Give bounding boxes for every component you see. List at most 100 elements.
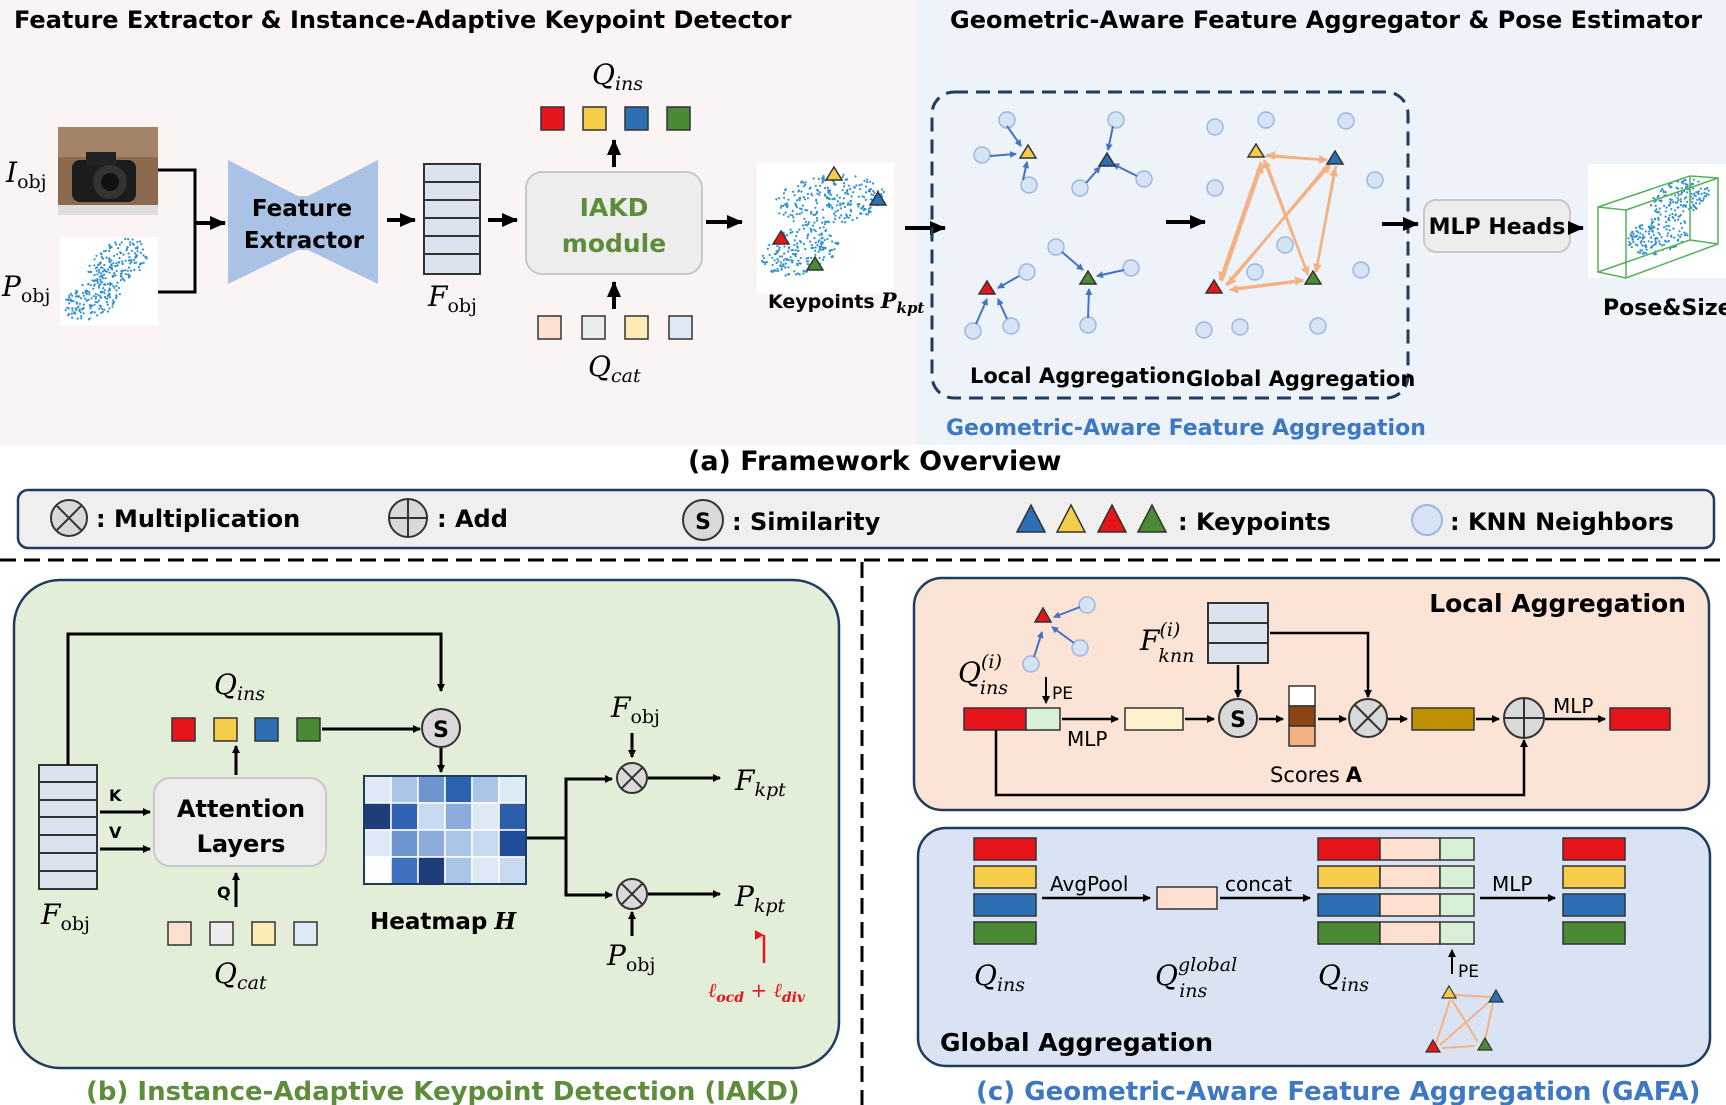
global-aggregation-graph bbox=[1195, 111, 1384, 339]
local-multiplication-node bbox=[1348, 698, 1388, 738]
heatmap-cell bbox=[444, 856, 473, 885]
global-concat-stack bbox=[1317, 837, 1475, 945]
heatmap-cell bbox=[444, 802, 473, 831]
iakd-q-cat-squares bbox=[167, 921, 318, 946]
global-q-ins-left-label: Qins bbox=[974, 959, 1025, 996]
gafa-dashed-box bbox=[930, 90, 1410, 400]
q-ins-i-label: Q(i)ins bbox=[958, 651, 1008, 699]
heatmap-cell bbox=[390, 802, 419, 831]
heatmap-to-lower-mult bbox=[564, 838, 613, 899]
overview-right-title: Geometric-Aware Feature Aggregator & Pos… bbox=[950, 6, 1702, 34]
local-aggregation-graph bbox=[964, 111, 1153, 340]
feature-extractor-block bbox=[228, 160, 378, 284]
global-aggregation-title: Global Aggregation bbox=[940, 1028, 1213, 1057]
heatmap-cell bbox=[471, 802, 500, 831]
global-q-ins-mid-label: Qins bbox=[1318, 959, 1369, 996]
global-mini-graph bbox=[1424, 984, 1505, 1053]
heatmap-border bbox=[363, 775, 527, 885]
feature-extractor-label-2: Extractor bbox=[244, 228, 365, 254]
heatmap-cell bbox=[498, 829, 527, 858]
f-obj-feature-stack bbox=[423, 163, 481, 275]
global-query-bar bbox=[1156, 886, 1218, 910]
heatmap-cell bbox=[444, 775, 473, 804]
global-aggregation-panel bbox=[916, 826, 1712, 1068]
svg-text:S: S bbox=[1230, 708, 1246, 733]
concat-label: concat bbox=[1225, 872, 1292, 896]
f-kpt-label: Fkpt bbox=[734, 764, 786, 801]
heatmap-cell bbox=[390, 856, 419, 885]
local-pe-bar bbox=[1025, 707, 1061, 731]
heatmap-cell bbox=[417, 802, 446, 831]
iakd-q-ins-label: Qins bbox=[214, 668, 265, 705]
iakd-q-cat-label: Qcat bbox=[214, 957, 267, 994]
feature-extractor-label-1: Feature bbox=[252, 196, 352, 222]
upper-multiplication-node bbox=[616, 762, 648, 794]
legend-add: : Add bbox=[437, 505, 508, 533]
global-output-stack bbox=[1562, 837, 1626, 945]
q-cat-label-overview: Qcat bbox=[588, 350, 641, 387]
local-output-bar bbox=[1609, 707, 1671, 731]
heatmap-cell bbox=[471, 856, 500, 885]
heatmap-cell bbox=[363, 856, 392, 885]
heatmap-cell bbox=[417, 829, 446, 858]
input-image-thumbnail bbox=[58, 127, 158, 215]
mlp-label-local-out: MLP bbox=[1553, 694, 1593, 718]
input-point-cloud bbox=[60, 237, 158, 325]
legend-similarity: : Similarity bbox=[732, 508, 881, 536]
key-label: K bbox=[109, 786, 122, 805]
query-label: Q bbox=[217, 883, 231, 902]
f-knn-to-mult-path bbox=[1270, 631, 1372, 698]
iakd-q-ins-squares bbox=[171, 717, 321, 742]
lower-multiplication-node bbox=[616, 878, 648, 910]
gafa-label: Geometric-Aware Feature Aggregation bbox=[946, 416, 1426, 441]
overview-caption: (a) Framework Overview bbox=[688, 446, 1061, 477]
mlp-label-local: MLP bbox=[1067, 727, 1107, 751]
heatmap-grid bbox=[363, 775, 527, 885]
svg-text:S: S bbox=[433, 718, 449, 743]
local-similarity-node: S bbox=[1218, 698, 1258, 738]
attention-layers-block bbox=[153, 777, 327, 867]
f-knn-label: F(i)knn bbox=[1139, 619, 1194, 667]
pose-size-result bbox=[1588, 164, 1726, 279]
local-mlp-output-bar bbox=[1124, 707, 1184, 731]
avgpool-label: AvgPool bbox=[1050, 872, 1128, 896]
iakd-label-2: module bbox=[562, 229, 666, 258]
local-aggregation-title: Local Aggregation bbox=[1429, 589, 1686, 618]
gafa-caption: (c) Geometric-Aware Feature Aggregation … bbox=[976, 1077, 1701, 1105]
legend-multiplication: : Multiplication bbox=[96, 505, 300, 533]
p-obj-symbol: Pobj bbox=[1, 270, 50, 307]
heatmap-cell bbox=[498, 856, 527, 885]
residual-connection-path bbox=[994, 730, 1528, 797]
iakd-f-obj-stack bbox=[38, 764, 98, 890]
value-label: V bbox=[109, 823, 122, 842]
iakd-similarity-node: S bbox=[421, 708, 461, 748]
legend-keypoints: : Keypoints bbox=[1178, 508, 1331, 536]
heatmap-cell bbox=[498, 775, 527, 804]
iakd-caption: (b) Instance-Adaptive Keypoint Detection… bbox=[86, 1077, 800, 1105]
heatmap-cell bbox=[417, 856, 446, 885]
loss-label: ℓocd + ℓdiv bbox=[708, 978, 806, 1006]
heatmap-cell bbox=[417, 775, 446, 804]
attention-label-1: Attention bbox=[177, 795, 305, 823]
local-mini-graph bbox=[1022, 596, 1096, 673]
p-kpt-label: Pkpt bbox=[734, 880, 786, 917]
iakd-f-obj-right-label: Fobj bbox=[610, 691, 660, 728]
heatmap-to-upper-mult bbox=[527, 775, 613, 840]
heatmap-cell bbox=[363, 775, 392, 804]
mlp-label-global: MLP bbox=[1492, 872, 1532, 896]
attention-label-2: Layers bbox=[197, 830, 286, 858]
pose-size-label: Pose&Size bbox=[1603, 296, 1726, 321]
heatmap-cell bbox=[390, 775, 419, 804]
iakd-f-obj-label: Fobj bbox=[40, 898, 90, 935]
q-ins-squares-overview bbox=[540, 106, 691, 131]
local-aggregated-bar bbox=[1411, 707, 1475, 731]
f-obj-label: Fobj bbox=[427, 280, 477, 317]
similarity-legend-icon: S bbox=[682, 499, 724, 541]
f-obj-to-similarity-path bbox=[66, 632, 445, 765]
keypoints-legend-icon bbox=[1015, 503, 1168, 533]
legend-knn: : KNN Neighbors bbox=[1450, 508, 1674, 536]
iakd-module-block bbox=[525, 171, 703, 275]
